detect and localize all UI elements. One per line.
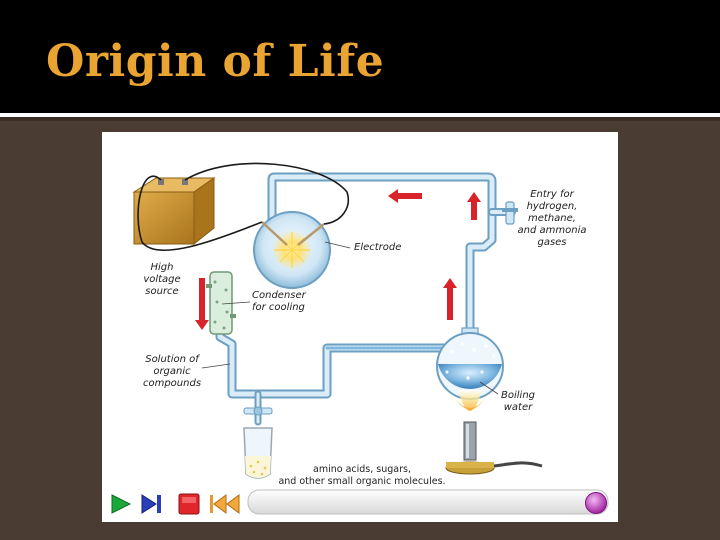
skip-forward-icon[interactable] [140,494,164,514]
high-voltage-battery [132,162,349,251]
progress-knob[interactable] [584,491,608,515]
products-caption: amino acids, sugars, and other small org… [278,464,446,487]
condenser-jacket [206,271,236,335]
miller-urey-diagram: High voltage source Electrode Condenser … [102,132,618,522]
stop-icon[interactable] [178,493,200,515]
high-voltage-label: High voltage source [143,262,181,297]
label-callouts [201,241,499,395]
gas-entry-valve [502,201,518,225]
title-bar: Origin of Life [0,0,720,113]
progress-track [247,489,609,515]
condenser-label: Condenser for cooling [252,290,306,313]
spark-chamber-flask [253,211,331,289]
apparatus-drawing [132,162,609,515]
electrode-label: Electrode [354,242,402,253]
boiling-water-flask [436,327,504,411]
title-divider [0,113,720,117]
solution-label: Solution of organic compounds [142,354,202,389]
rewind-icon[interactable] [208,494,242,514]
title-divider-shadow [0,117,720,121]
gas-entry-label: Entry for hydrogen, methane, and ammonia… [517,189,587,248]
slide-title: Origin of Life [46,36,385,87]
bunsen-burner [445,421,543,475]
stopcock-and-beaker [243,406,273,479]
boiling-water-label: Boiling water [501,390,535,413]
flow-arrows [195,189,481,330]
play-icon[interactable] [110,494,132,514]
glass-tubing [215,172,516,426]
